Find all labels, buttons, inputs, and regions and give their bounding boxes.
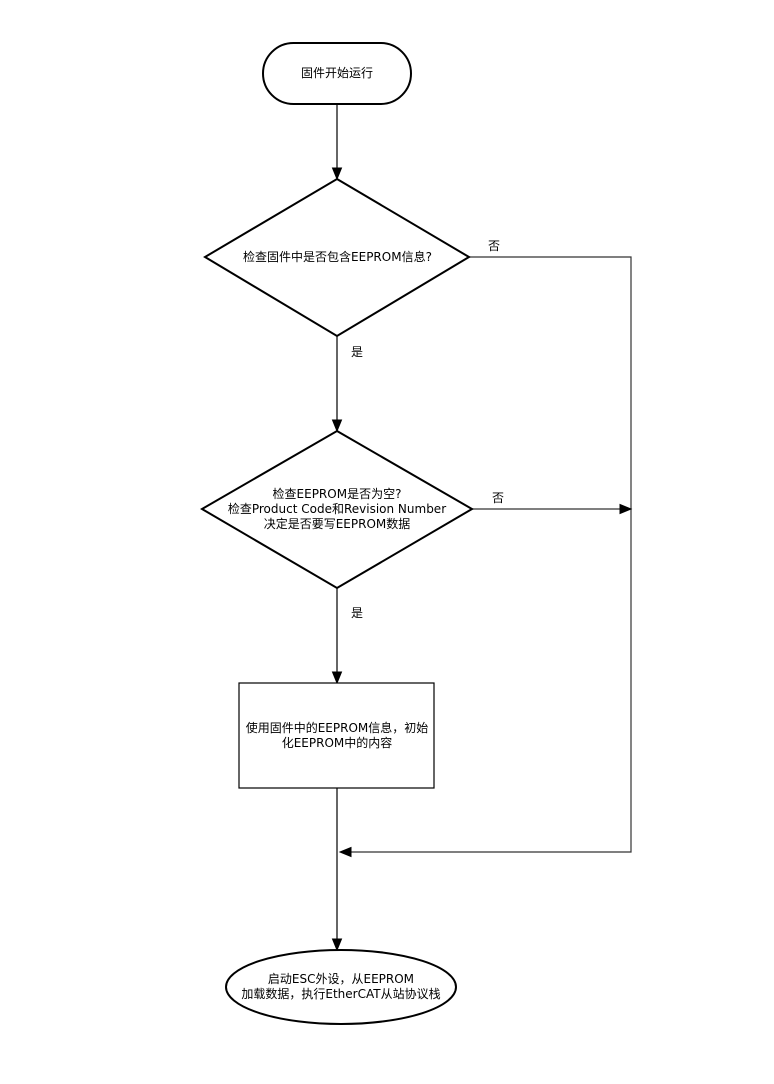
edge-label-decision1-yes: 是 [351, 345, 364, 359]
edge-label-decision2-no: 否 [492, 491, 505, 505]
edge-label-decision1-no: 否 [488, 239, 501, 253]
decision2-node-text: 检查EEPROM是否为空? 检查Product Code和Revision Nu… [227, 486, 447, 531]
arrowhead-icon [331, 938, 343, 952]
end-terminator-shape[interactable] [225, 949, 457, 1025]
decision1-node-text: 检查固件中是否包含EEPROM信息? [243, 249, 432, 264]
arrowhead-icon [331, 419, 343, 433]
arrowhead-icon [331, 671, 343, 685]
start-node-text: 固件开始运行 [300, 66, 373, 80]
end-node-text: 启动ESC外设，从EEPROM 加载数据，执行EtherCAT从站协议栈 [241, 972, 441, 1001]
process1-rect-shape[interactable] [238, 682, 435, 789]
process1-node-text: 使用固件中的EEPROM信息，初始化EEPROM中的内容 [245, 721, 429, 750]
start-terminator-shape[interactable] [262, 42, 412, 105]
decision1-diamond-shape[interactable] [203, 177, 471, 338]
edge-label-decision2-yes: 是 [351, 606, 364, 620]
edge-decision1-no [349, 256, 632, 853]
decision2-diamond-shape[interactable] [200, 429, 474, 590]
arrowhead-icon [338, 846, 352, 858]
arrowhead-icon [331, 167, 343, 181]
arrowhead-icon [619, 503, 633, 515]
